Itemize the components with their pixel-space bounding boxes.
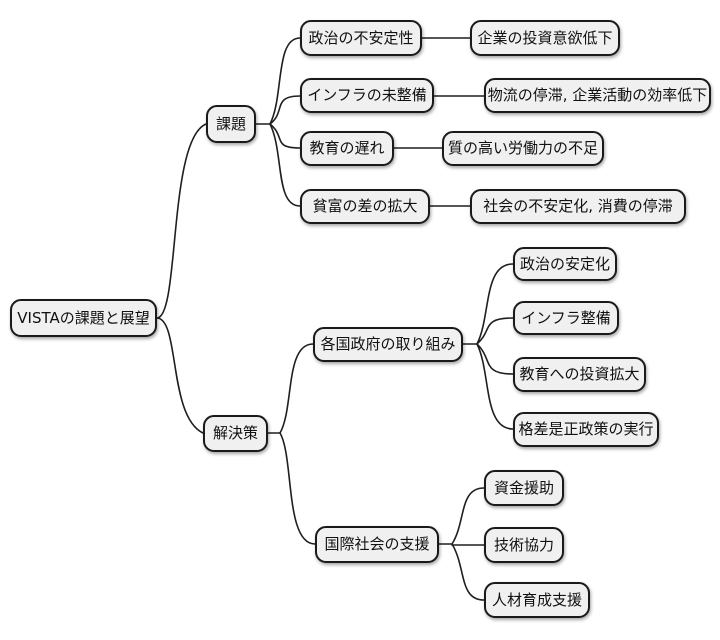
node-international-support[interactable]: 国際社会の支援 (315, 526, 439, 563)
edge-challenges-education-lag (269, 123, 301, 149)
mindmap-root-node[interactable]: VISTAの課題と展望 (10, 299, 157, 337)
node-political-stabilization[interactable]: 政治の安定化 (513, 247, 617, 281)
node-social-instability[interactable]: 社会の不安定化, 消費の停滞 (470, 189, 686, 224)
node-logistics-stagnation[interactable]: 物流の停滞, 企業活動の効率低下 (484, 78, 711, 113)
node-government-initiatives[interactable]: 各国政府の取り組み (313, 327, 463, 362)
node-wealth-gap[interactable]: 貧富の差の拡大 (300, 189, 430, 224)
edge-government-inequality-policy (476, 343, 514, 430)
node-technical-cooperation[interactable]: 技術協力 (484, 527, 564, 563)
edge-challenges-political-instability (269, 37, 301, 125)
node-political-instability[interactable]: 政治の不安定性 (300, 20, 422, 56)
node-education-lag[interactable]: 教育の遅れ (300, 131, 394, 166)
edge-solutions-international-support (279, 432, 316, 545)
node-undeveloped-infrastructure[interactable]: インフラの未整備 (300, 78, 434, 113)
node-human-resource-development[interactable]: 人材育成支援 (484, 582, 590, 618)
node-decline-corporate-investment[interactable]: 企業の投資意欲低下 (470, 20, 620, 56)
node-education-investment[interactable]: 教育への投資拡大 (513, 357, 646, 392)
node-financial-aid[interactable]: 資金援助 (484, 470, 564, 506)
node-solutions[interactable]: 解決策 (203, 415, 268, 452)
edge-solutions-government-initiatives (279, 343, 314, 434)
node-challenges[interactable]: 課題 (206, 105, 256, 143)
edge-challenges-infrastructure-undeveloped (269, 95, 301, 125)
edge-government-political-stabilization (476, 263, 514, 345)
edge-root-solutions (156, 317, 204, 434)
node-inequality-correction-policy[interactable]: 格差是正政策の実行 (513, 412, 659, 447)
edge-government-education-investment (476, 343, 514, 375)
edge-international-human-resource (451, 543, 485, 601)
node-infrastructure-development[interactable]: インフラ整備 (513, 301, 619, 335)
edge-challenges-wealth-gap (269, 123, 301, 207)
edge-government-infrastructure-development (476, 317, 514, 345)
node-skilled-labor-shortage[interactable]: 質の高い労働力の不足 (442, 131, 604, 166)
edge-international-financial-aid (451, 487, 485, 545)
edge-root-challenges (156, 123, 207, 319)
